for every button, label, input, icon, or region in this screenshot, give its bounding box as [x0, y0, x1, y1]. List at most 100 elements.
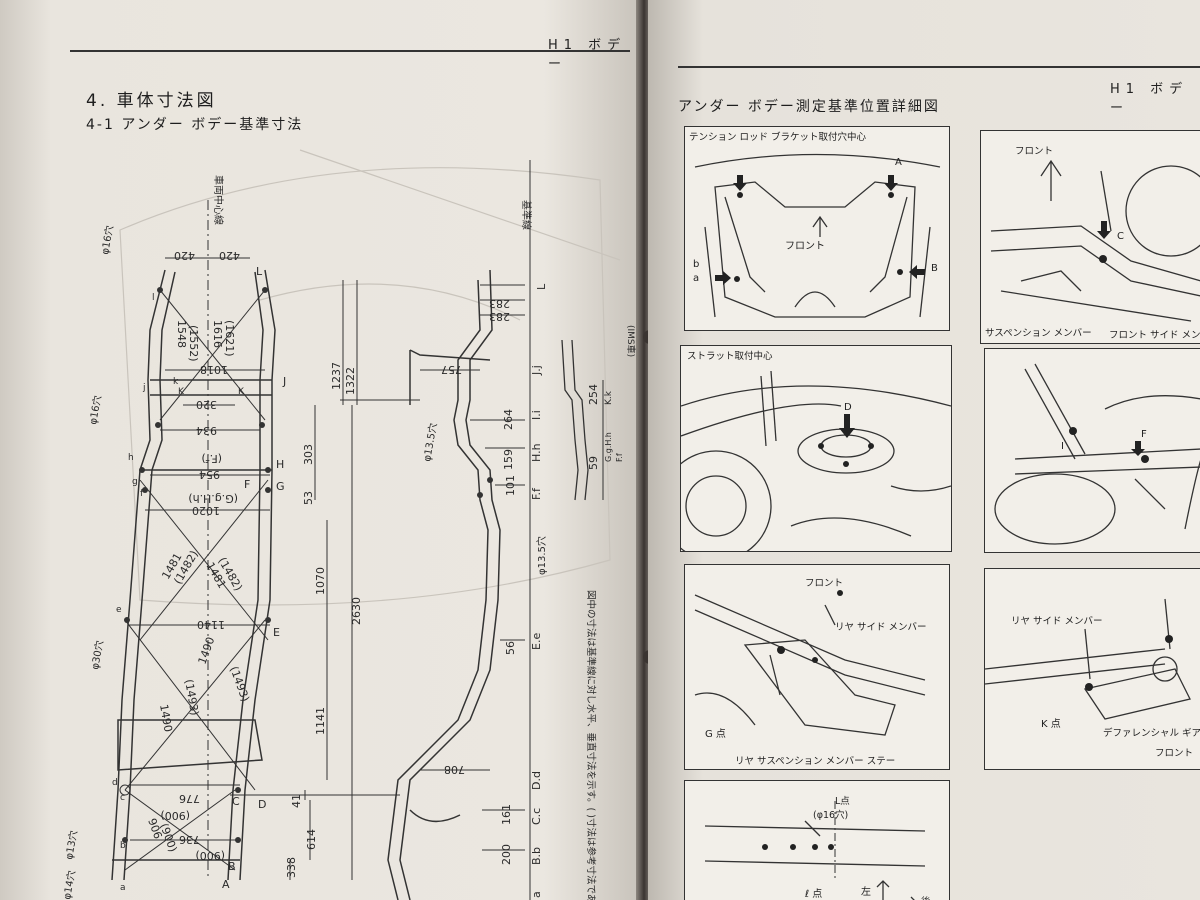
detail-panel-rear-suspension-stay: フロント リヤ サイド メンバー G 点 リヤ サスペンション メンバー ステー — [684, 564, 950, 770]
panel5-caption: フロント — [805, 578, 844, 589]
panel6-label-K-point: K 点 — [1041, 719, 1061, 730]
panel1-caption: テンション ロッド ブラケット取付穴中心 — [689, 132, 867, 143]
panel7-caption: L点 — [835, 796, 850, 807]
panel7-label-l-point: ℓ 点 — [805, 889, 823, 900]
ims-label: (IMS車) — [625, 325, 637, 357]
point-d: d — [112, 778, 118, 788]
detail-panel-rear-suspension: I F — [984, 348, 1200, 553]
dim-width-954: 954 — [199, 468, 220, 481]
point-F: F — [244, 478, 250, 491]
hole-label-13: φ13穴 — [62, 829, 80, 860]
detail-panel-L-point: L点 (φ16穴) 左 ℓ 点 後 — [684, 780, 950, 900]
dim-side-200: 200 — [500, 844, 513, 865]
dim-width-ff: (F.f) — [201, 452, 222, 465]
right-page: H1 ボデー アンダー ボデー測定基準位置詳細図 — [648, 0, 1200, 900]
section-title: 4. 車体寸法図 — [86, 91, 217, 111]
dim-width-320: 320 — [196, 398, 217, 411]
dim-side-757: 757 — [441, 363, 462, 376]
dim-width-1140: 1140 — [197, 618, 225, 631]
dim-len-53: 53 — [302, 491, 315, 505]
strut-mount-illustration — [681, 370, 951, 551]
dim-diag-1490-a: 1490 — [196, 635, 218, 666]
panel3-caption: ストラット取付中心 — [687, 351, 773, 362]
point-c: c — [120, 793, 125, 803]
suspension-member-illustration — [990, 159, 1200, 322]
detail-panel-suspension-member: フロント C サスペンション メンバー フロント サイド メンバー — [980, 130, 1200, 344]
hole-label-14: φ14穴 — [60, 869, 78, 900]
dim-diag-1490-b: 1490 — [157, 703, 175, 733]
panel3-label-D: D — [844, 402, 852, 413]
dim-side-101: 101 — [504, 475, 517, 496]
dim-side-159: 159 — [502, 449, 515, 470]
dim-width-420-a: 420 — [174, 249, 195, 262]
station-Ff: F.f — [530, 487, 543, 500]
dim-len-1322: 1322 — [344, 367, 357, 395]
dim-len-1070: 1070 — [314, 567, 327, 595]
dim-diag-1548: 1548 — [175, 320, 188, 348]
dim-width-776: 776 — [179, 792, 200, 805]
dim-width-736: 736 — [179, 833, 200, 846]
dim-width-900-b: (900) — [195, 849, 225, 862]
dim-ims-254: 254 — [587, 384, 600, 405]
detail-panel-differential: リヤ サイド メンバー K 点 デファレンシャル ギア フロント — [984, 568, 1200, 770]
point-l: l — [152, 293, 155, 303]
panel4-label-I: I — [1061, 441, 1064, 452]
point-G: G — [276, 480, 285, 493]
point-D: D — [258, 798, 266, 811]
hole-label-13-5-b: φ13.5穴 — [535, 536, 548, 575]
dim-len-614: 614 — [305, 829, 318, 850]
station-Ii: I.i — [530, 410, 543, 420]
dim-side-708: 708 — [444, 763, 465, 776]
station-Ee: E.e — [530, 633, 543, 650]
dim-ims-kk: K.k — [604, 390, 614, 405]
left-page: H1 ボデー 4. 車体寸法図 4-1 アンダー ボデー基準寸法 — [0, 0, 640, 900]
panel6-label-differential-gear: デファレンシャル ギア — [1103, 728, 1200, 739]
hole-label-16-a: φ16穴 — [98, 224, 116, 255]
point-b: b — [120, 841, 126, 851]
point-E: E — [273, 626, 280, 639]
dim-ims-59: 59 — [587, 456, 600, 470]
ims-side-profile — [561, 339, 604, 501]
dim-side-283-a: 283 — [489, 297, 510, 310]
point-J: J — [282, 375, 286, 388]
underbody-plan-view — [111, 200, 276, 881]
dim-side-56: 56 — [504, 641, 517, 655]
dim-width-934: 934 — [196, 424, 217, 437]
underbody-dimension-drawing: 420 420 1018 320 934 (F.f) 954 (G.g.H.h)… — [60, 149, 637, 900]
station-a: a — [530, 891, 543, 898]
left-header-rule — [70, 50, 630, 52]
point-g: g — [132, 477, 138, 487]
panel6-label-rear-side-member: リヤ サイド メンバー — [1011, 616, 1103, 627]
right-running-head: H1 ボデー — [1110, 82, 1189, 116]
dim-width-900-a: (900) — [160, 809, 190, 822]
subsection-title: 4-1 アンダー ボデー基準寸法 — [86, 117, 304, 133]
panel5-label-rear-side-member: リヤ サイド メンバー — [835, 622, 927, 633]
panel2-caption: フロント — [1015, 146, 1054, 157]
left-running-head: H1 ボデー — [548, 38, 627, 72]
hole-label-30: φ30穴 — [88, 639, 106, 670]
dim-len-338: 338 — [285, 857, 298, 878]
hole-label-13-5-a: φ13.5穴 — [420, 422, 440, 463]
dim-len-1141: 1141 — [314, 707, 327, 735]
point-e: e — [116, 605, 122, 615]
point-j: j — [142, 383, 146, 393]
panel1-label-B: B — [931, 263, 938, 274]
rear-suspension-illustration — [994, 363, 1200, 545]
panel7-label-left: 左 — [861, 887, 871, 898]
panel1-label-a: a — [693, 273, 700, 284]
dim-side-161: 161 — [500, 804, 513, 825]
dim-ims-ff: F.f — [615, 453, 624, 462]
detail-panel-tension-rod: テンション ロッド ブラケット取付穴中心 A a b B フロント — [684, 126, 950, 331]
panel5-label-rear-suspension-member-stay: リヤ サスペンション メンバー ステー — [735, 756, 896, 767]
dim-ims-gghh: G.g.H.h — [604, 432, 613, 462]
l-point-illustration — [704, 801, 926, 900]
point-H: H — [276, 458, 284, 471]
dim-side-264: 264 — [502, 409, 515, 430]
panel7-label-rear: 後 — [921, 893, 931, 900]
point-a: a — [120, 883, 126, 893]
dim-side-283-b: 283 — [489, 310, 510, 323]
width-dimension-lines — [128, 257, 270, 841]
reference-line-label: 基準線 — [520, 200, 533, 230]
panel2-label-suspension-member: サスペンション メンバー — [985, 328, 1092, 339]
station-Bb: B.b — [530, 847, 543, 865]
